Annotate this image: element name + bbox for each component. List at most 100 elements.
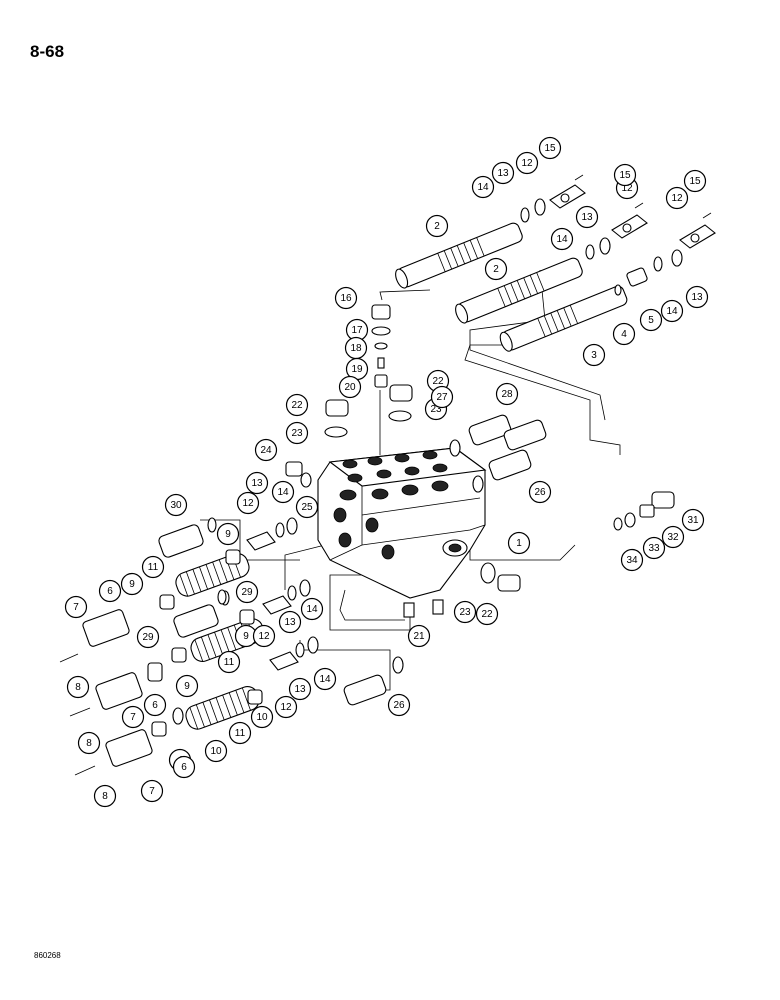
callout-label: 15 <box>544 143 556 154</box>
callout-label: 26 <box>393 700 405 711</box>
callout-label: 7 <box>130 712 136 723</box>
callout-circle <box>228 721 252 745</box>
callout-8: 8 <box>66 675 90 699</box>
callout-13: 13 <box>245 471 269 495</box>
callout-4: 4 <box>612 322 636 346</box>
callout-circle <box>683 169 707 193</box>
callout-13: 13 <box>288 677 312 701</box>
callout-6: 6 <box>143 693 167 717</box>
callout-27: 27 <box>430 385 454 409</box>
callout-circle <box>172 755 196 779</box>
callout-circle <box>425 214 449 238</box>
callout-29: 29 <box>235 580 259 604</box>
spring-seats <box>147 549 263 737</box>
callout-22: 22 <box>475 602 499 626</box>
callout-label: 32 <box>667 532 679 543</box>
callout-16: 16 <box>334 286 358 310</box>
callout-14: 14 <box>550 227 574 251</box>
callout-label: 29 <box>241 587 253 598</box>
callout-circle <box>236 491 260 515</box>
callout-circle <box>475 602 499 626</box>
callout-label: 8 <box>102 791 108 802</box>
callout-7: 7 <box>64 595 88 619</box>
callout-label: 33 <box>648 543 660 554</box>
callout-label: 16 <box>340 293 352 304</box>
callout-label: 21 <box>413 631 425 642</box>
callout-14: 14 <box>300 597 324 621</box>
callout-label: 22 <box>291 400 303 411</box>
callout-label: 12 <box>621 183 633 194</box>
callout-3: 3 <box>582 343 606 367</box>
callout-circle <box>216 522 240 546</box>
callout-circle <box>204 739 228 763</box>
callout-12: 12 <box>236 491 260 515</box>
callout-circle <box>334 286 358 310</box>
callout-circle <box>175 674 199 698</box>
callout-label: 23 <box>459 607 471 618</box>
callout-label: 13 <box>294 684 306 695</box>
callout-2: 2 <box>484 257 508 281</box>
callout-label: 7 <box>149 786 155 797</box>
callout-circle <box>495 382 519 406</box>
callout-circle <box>250 705 274 729</box>
callout-2: 2 <box>425 214 449 238</box>
callout-label: 2 <box>434 221 440 232</box>
relief-valves <box>343 414 547 706</box>
callout-circle <box>685 285 709 309</box>
callout-circle <box>642 536 666 560</box>
set-screws <box>403 599 444 618</box>
seal-rings <box>520 198 683 296</box>
callout-label: 4 <box>621 329 627 340</box>
callout-13: 13 <box>491 161 515 185</box>
callout-13: 13 <box>685 285 709 309</box>
callout-7: 7 <box>140 779 164 803</box>
callout-circle <box>484 257 508 281</box>
callout-25: 25 <box>295 495 319 519</box>
callout-circle <box>620 548 644 572</box>
callout-circle <box>550 227 574 251</box>
callout-circle <box>278 610 302 634</box>
callout-label: 13 <box>691 292 703 303</box>
callout-label: 9 <box>129 579 135 590</box>
callout-1: 1 <box>507 531 531 555</box>
callout-label: 14 <box>277 487 289 498</box>
callout-circle <box>93 784 117 808</box>
callout-label: 15 <box>619 170 631 181</box>
callout-34: 34 <box>620 548 644 572</box>
callout-label: 1 <box>516 538 522 549</box>
callout-label: 6 <box>152 700 158 711</box>
callout-23: 23 <box>453 600 477 624</box>
callout-14: 14 <box>660 299 684 323</box>
callout-label: 3 <box>591 350 597 361</box>
callout-circle <box>612 322 636 346</box>
callout-circle <box>64 595 88 619</box>
callout-label: 20 <box>344 382 356 393</box>
callout-label: 34 <box>626 555 638 566</box>
callout-circle <box>665 186 689 210</box>
small-plug <box>285 461 312 488</box>
callout-8: 8 <box>77 731 101 755</box>
callout-label: 30 <box>170 500 182 511</box>
callout-9: 9 <box>120 572 144 596</box>
callout-32: 32 <box>661 525 685 549</box>
callout-label: 11 <box>148 562 159 573</box>
callout-circle <box>387 693 411 717</box>
callout-circle <box>453 600 477 624</box>
figure-id: 860268 <box>34 951 61 960</box>
spool-upper <box>395 222 523 289</box>
callout-label: 23 <box>430 404 442 415</box>
callout-15: 15 <box>613 163 637 187</box>
callout-11: 11 <box>228 721 252 745</box>
callout-30: 30 <box>164 493 188 517</box>
callout-label: 15 <box>689 176 701 187</box>
callout-label: 8 <box>86 738 92 749</box>
callout-14: 14 <box>271 480 295 504</box>
spools <box>395 222 628 352</box>
callout-22: 22 <box>285 393 309 417</box>
callout-23: 23 <box>285 421 309 445</box>
callout-circle <box>288 677 312 701</box>
callout-label: 26 <box>534 487 546 498</box>
callout-12: 12 <box>515 151 539 175</box>
body-ports <box>333 450 468 560</box>
